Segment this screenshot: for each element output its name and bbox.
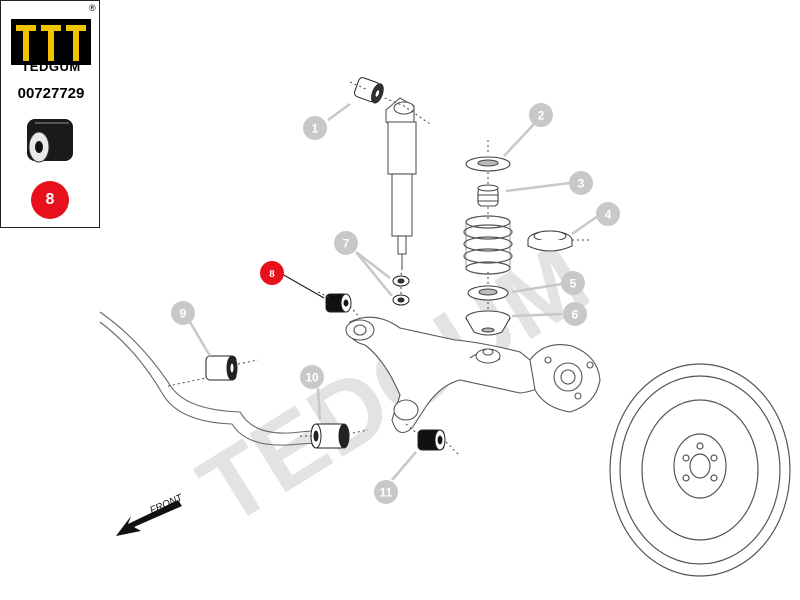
assembly-lines [167,81,590,457]
callout-8-leader [281,273,325,299]
svg-text:11: 11 [380,486,393,500]
bushing-7 [392,275,410,306]
callout-1: 1 [303,116,327,140]
front-label: FRONT [148,492,185,516]
bushing-8 [325,293,352,313]
bushing-9 [205,355,238,381]
callout-11: 11 [374,480,398,504]
wheel [609,363,791,577]
callout-6: 6 [563,302,587,326]
svg-text:7: 7 [343,237,350,251]
spring-stack-parts [465,156,573,336]
svg-text:5: 5 [570,277,577,291]
callout-2: 2 [529,103,553,127]
svg-text:4: 4 [605,208,612,222]
shock-absorber [385,97,417,268]
callout-5: 5 [561,271,585,295]
svg-text:6: 6 [572,308,579,322]
tedgum-logo [11,19,91,65]
svg-text:9: 9 [180,307,187,321]
coil-spring [463,215,513,275]
svg-text:3: 3 [578,177,585,191]
brand-name: TEDGUM [21,59,81,74]
bushing-10 [310,423,350,449]
bushing-thumbnail [27,119,73,163]
svg-text:8: 8 [269,268,275,280]
callout-10: 10 [300,365,324,389]
callout-8: 8 [260,261,284,285]
callout-9: 9 [171,301,195,325]
part-number: 00727729 [17,85,85,102]
svg-text:1: 1 [312,122,319,136]
bushing-1 [353,77,384,104]
svg-text:2: 2 [538,109,545,123]
callout-4: 4 [596,202,620,226]
bushing-11 [417,429,446,451]
registered-mark: ® [89,3,96,13]
front-arrow: FRONT [116,492,185,536]
callout-7: 7 [334,231,358,255]
position-badge: 8 [31,181,69,219]
bushings [205,77,446,451]
callout-leaders [188,102,599,481]
callout-3: 3 [569,171,593,195]
rear-axle-arm [345,316,601,434]
svg-text:10: 10 [305,371,319,385]
product-info-box: ® TEDGUM 00727729 8 [0,0,100,228]
